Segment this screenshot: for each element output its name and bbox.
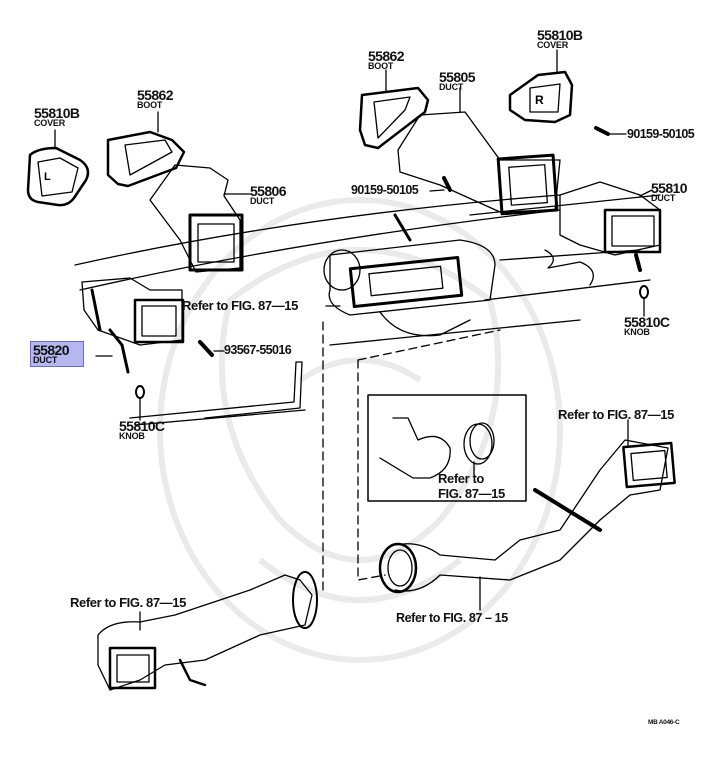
part-label-cover-left[interactable]: 55810B COVER	[34, 105, 80, 128]
reference-link-right-upper[interactable]: Refer to FIG. 87—15	[558, 407, 674, 422]
duct-lower-right-shape	[378, 419, 676, 611]
cover-left-mark: L	[44, 171, 51, 183]
reference-link-inset-line2[interactable]: FIG. 87—15	[438, 486, 505, 501]
part-name: DUCT	[250, 196, 275, 206]
part-number: 55810	[651, 180, 688, 196]
part-label-duct-left-highlighted[interactable]: 55820 DUCT	[30, 341, 84, 367]
part-number: 55810B	[537, 27, 583, 43]
screw-center-shape	[429, 176, 452, 192]
part-number: 55810C	[119, 418, 165, 434]
cover-right-mark: R	[535, 93, 544, 107]
part-name: DUCT	[439, 82, 464, 92]
part-label-boot-left[interactable]: 55862 BOOT	[137, 87, 174, 110]
part-number: 55862	[137, 87, 174, 103]
part-number: 55862	[368, 48, 405, 64]
part-label-duct-left-center[interactable]: 55806 DUCT	[250, 183, 287, 206]
reference-link-lower-left[interactable]: Refer to FIG. 87—15	[70, 595, 186, 610]
part-name: DUCT	[651, 193, 676, 203]
figure-code: MB A046-C	[648, 719, 680, 726]
cover-right-shape	[508, 49, 574, 124]
part-number-screw-center[interactable]: 90159-50105	[351, 183, 419, 197]
part-name: BOOT	[368, 61, 394, 71]
duct-right-center-shape	[397, 87, 561, 216]
part-name: COVER	[34, 118, 66, 128]
watermark-emblem	[157, 197, 563, 663]
boot-left-shape	[106, 111, 186, 188]
part-number-clip-left[interactable]: 93567-55016	[224, 343, 292, 357]
part-label-knob-left[interactable]: 55810C KNOB	[119, 418, 165, 441]
dashed-connector-lines	[322, 321, 501, 596]
part-label-cover-right[interactable]: 55810B COVER	[537, 27, 583, 50]
cover-left-shape	[26, 129, 90, 207]
reference-link-lower-right[interactable]: Refer to FIG. 87 – 15	[396, 611, 508, 625]
part-name: KNOB	[624, 327, 650, 337]
boot-right-shape	[358, 69, 430, 150]
part-label-duct-right[interactable]: 55810 DUCT	[651, 180, 688, 203]
part-label-duct-right-center[interactable]: 55805 DUCT	[439, 69, 476, 92]
part-name: DUCT	[33, 355, 58, 365]
part-number: 55810B	[34, 105, 80, 121]
duct-left-center-shape	[149, 164, 253, 273]
part-number: 55806	[250, 183, 287, 199]
dashboard-outline	[74, 194, 661, 426]
duct-right-shape	[559, 181, 662, 317]
part-name: COVER	[537, 40, 569, 50]
part-number-screw-right[interactable]: 90159-50105	[627, 127, 695, 141]
part-number: 55810C	[624, 314, 670, 330]
inset-box	[367, 394, 527, 502]
part-number: 55820	[33, 342, 70, 358]
reference-link-center[interactable]: Refer to FIG. 87—15	[182, 298, 298, 313]
reference-link-inset-line1[interactable]: Refer to	[438, 471, 484, 486]
screw-right-shape	[594, 126, 627, 136]
center-register-shape	[323, 213, 496, 337]
part-label-knob-right[interactable]: 55810C KNOB	[624, 314, 670, 337]
part-name: KNOB	[119, 431, 145, 441]
part-label-boot-right[interactable]: 55862 BOOT	[368, 48, 405, 71]
duct-left-shape	[81, 277, 225, 421]
duct-lower-left-shape	[97, 571, 318, 691]
part-name: BOOT	[137, 100, 163, 110]
part-number: 55805	[439, 69, 476, 85]
